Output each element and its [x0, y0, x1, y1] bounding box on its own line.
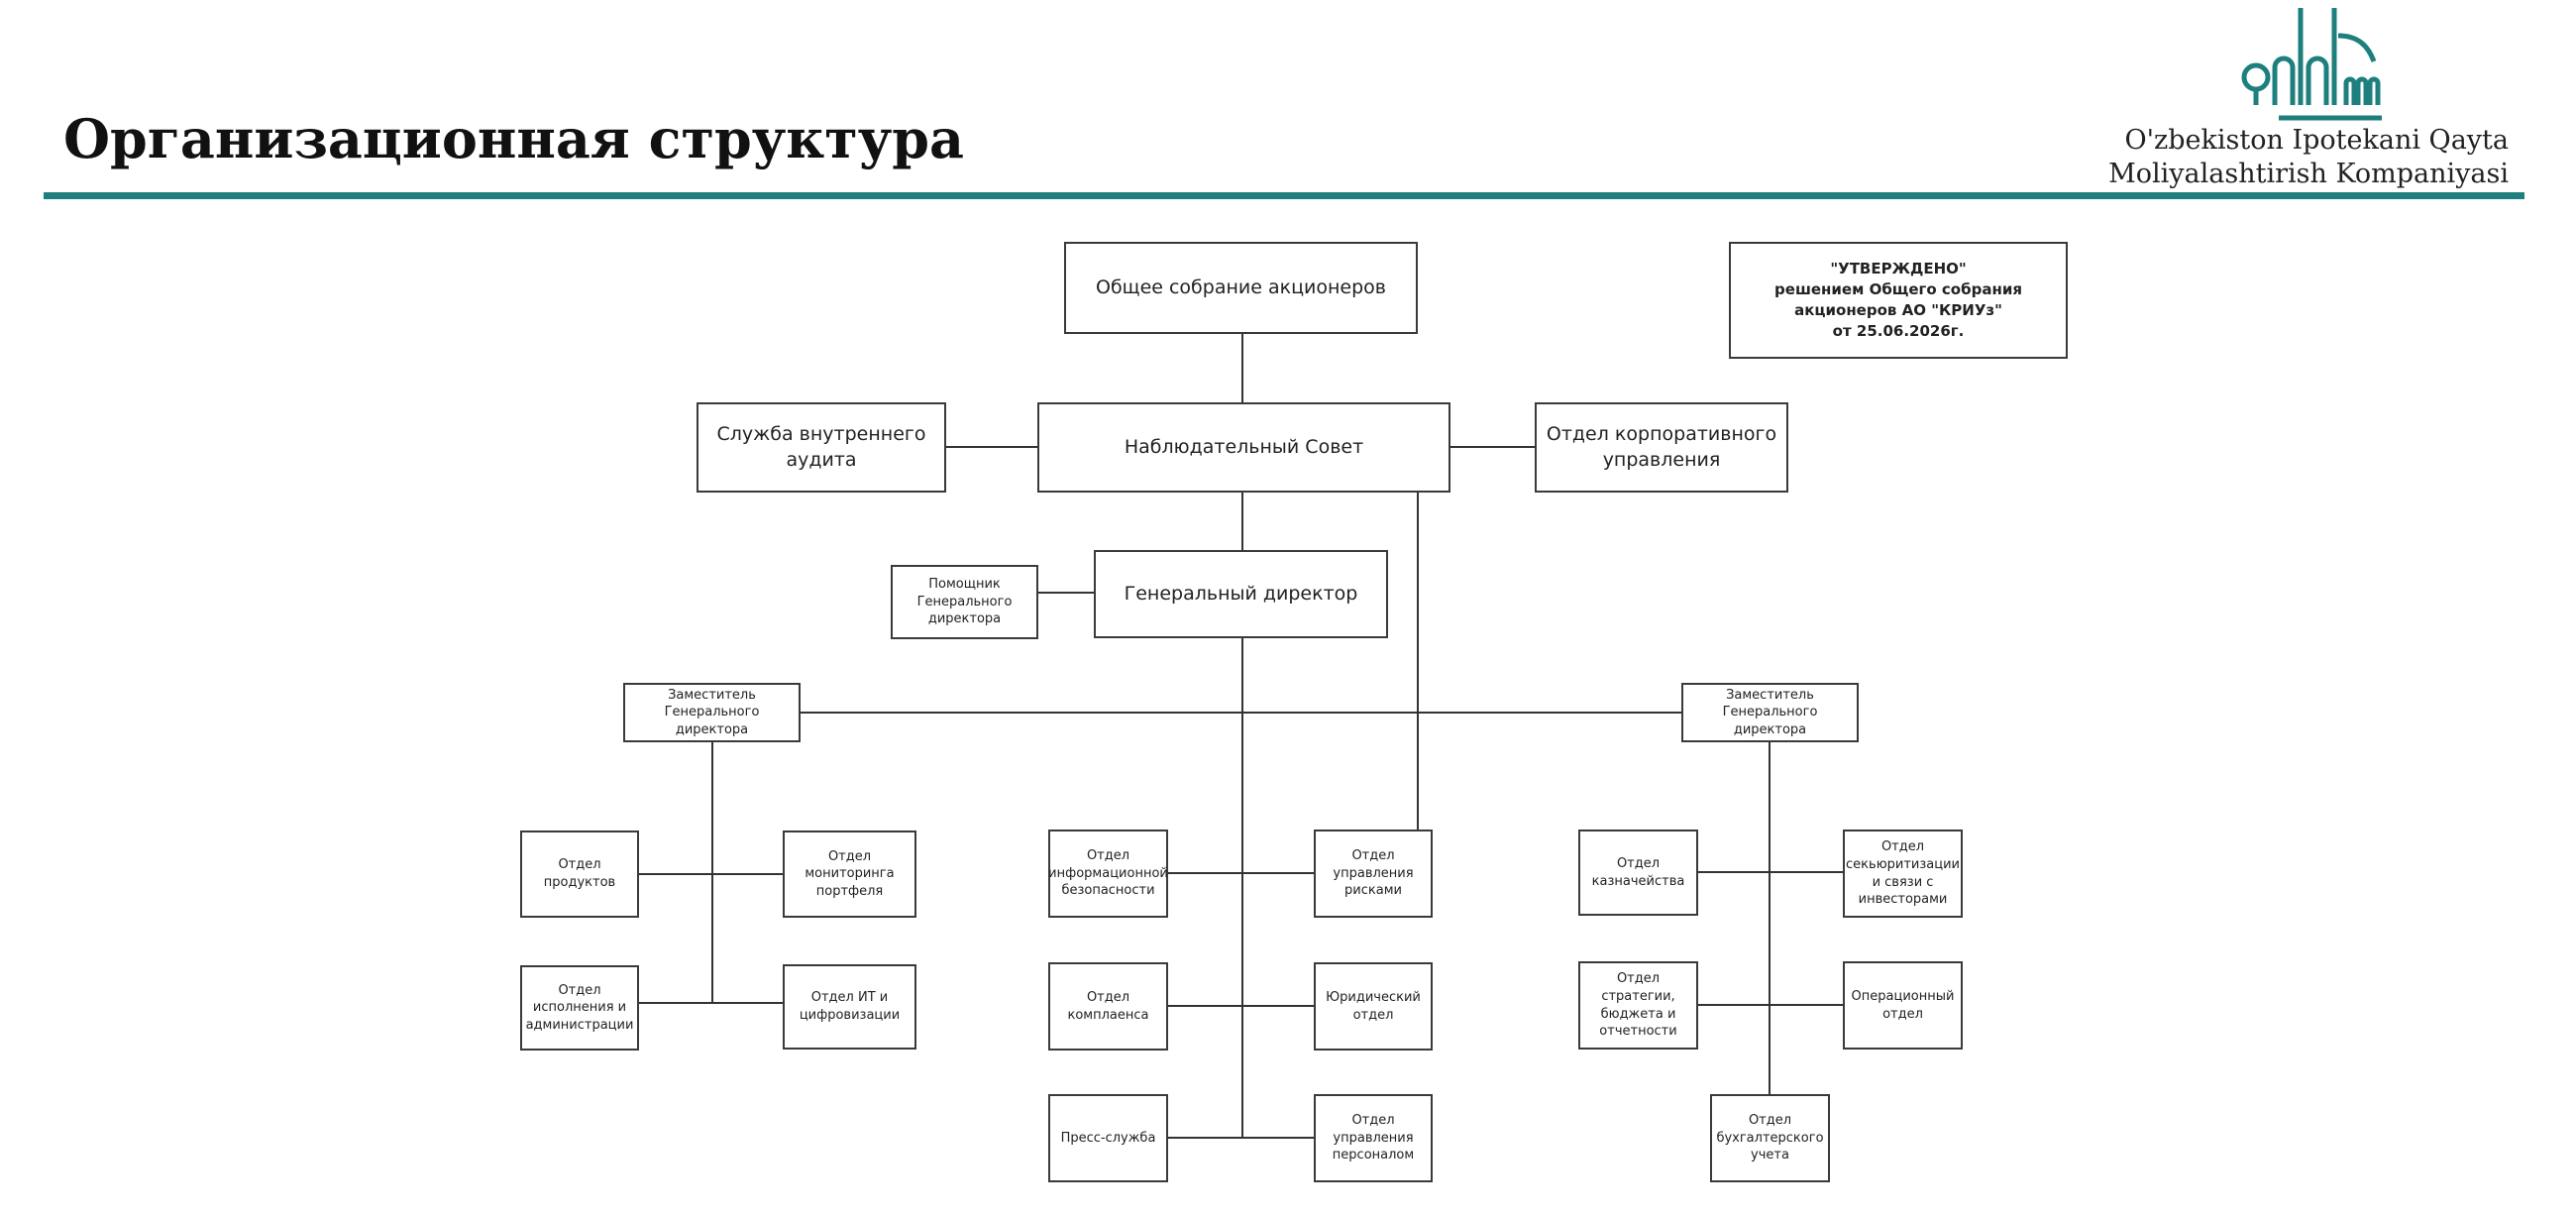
approval-stamp: "УТВЕРЖДЕНО" решением Общего собрания ак… [1729, 242, 2068, 359]
header-rule [44, 192, 2524, 199]
node-deputy-left: Заместитель Генерального директора [623, 683, 801, 742]
company-name-line1: O'zbekiston Ipotekani Qayta [2124, 125, 2509, 156]
node-execution-admin: Отдел исполнения и администрации [520, 965, 639, 1051]
node-general-meeting: Общее собрание акционеров [1064, 242, 1418, 334]
node-securitization: Отдел секьюритизации и связи с инвестора… [1843, 830, 1963, 918]
company-name-line2: Moliyalashtirish Kompaniyasi [2108, 159, 2509, 189]
approval-line1: "УТВЕРЖДЕНО" [1830, 260, 1967, 277]
node-risk-management: Отдел управления рисками [1314, 830, 1433, 918]
node-legal: Юридический отдел [1314, 962, 1433, 1051]
node-products: Отдел продуктов [520, 830, 639, 918]
node-treasury: Отдел казначейства [1578, 830, 1698, 916]
node-internal-audit: Служба внутреннего аудита [697, 402, 946, 493]
node-compliance: Отдел комплаенса [1048, 962, 1168, 1051]
approval-line3: акционеров АО "КРИУз" [1794, 301, 2002, 319]
node-info-security: Отдел информационной безопасности [1048, 830, 1168, 918]
node-hr: Отдел управления персоналом [1314, 1094, 1433, 1182]
node-supervisory-board: Наблюдательный Совет [1037, 402, 1450, 493]
approval-line4: от 25.06.2026г. [1832, 322, 1965, 340]
node-portfolio-monitoring: Отдел мониторинга портфеля [783, 830, 916, 918]
approval-line2: решением Общего собрания [1774, 280, 2022, 298]
company-logo-icon [2241, 8, 2382, 121]
node-strategy-budget: Отдел стратегии, бюджета и отчетности [1578, 961, 1698, 1050]
node-corporate-governance: Отдел корпоративного управления [1535, 402, 1788, 493]
node-deputy-right: Заместитель Генерального директора [1681, 683, 1859, 742]
page-title: Организационная структура [63, 107, 965, 170]
node-press: Пресс-служба [1048, 1094, 1168, 1182]
node-general-director: Генеральный директор [1094, 550, 1388, 638]
node-assistant-gd: Помощник Генерального директора [891, 565, 1038, 639]
node-it-digital: Отдел ИТ и цифровизации [783, 964, 916, 1050]
node-accounting: Отдел бухгалтерского учета [1710, 1094, 1830, 1182]
node-operations: Операционный отдел [1843, 961, 1963, 1050]
